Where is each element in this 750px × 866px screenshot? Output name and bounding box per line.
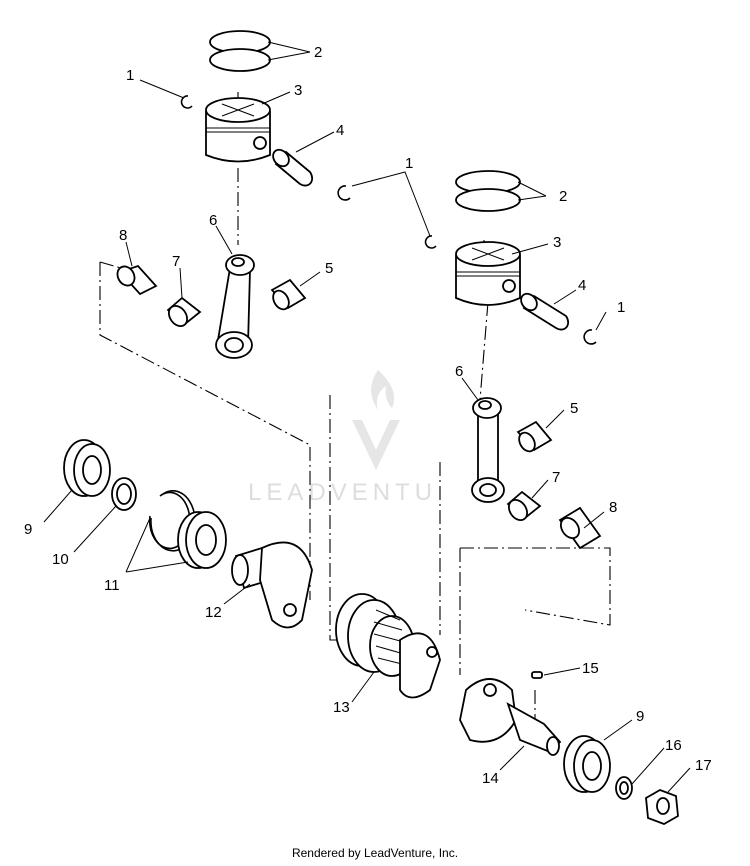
footer-credit: Rendered by LeadVenture, Inc. <box>291 846 459 860</box>
piston-rings-left <box>209 30 271 72</box>
washer-right <box>615 776 633 800</box>
center-crank-assembly <box>335 593 441 699</box>
callout-6: 6 <box>455 363 463 380</box>
connecting-rod-right <box>471 397 505 503</box>
leader-lines <box>43 41 691 793</box>
callout-10: 10 <box>52 551 69 568</box>
callout-11: 11 <box>104 577 120 594</box>
callout-7: 7 <box>552 469 560 486</box>
connecting-rod-left <box>215 254 255 359</box>
main-bearing-left <box>177 511 227 569</box>
callout-4: 4 <box>336 122 344 139</box>
ball-bearing-left <box>63 439 111 497</box>
circlip-left-1 <box>180 95 193 109</box>
watermark-text: LEADVENTU <box>248 479 437 506</box>
crankshaft-half-left <box>231 541 313 629</box>
callout-9: 9 <box>24 521 32 538</box>
callout-9: 9 <box>636 708 644 725</box>
crankshaft-half-right <box>459 678 562 756</box>
callout-16: 16 <box>665 737 682 754</box>
wrist-pin-left <box>272 148 314 187</box>
callout-2: 2 <box>559 188 567 205</box>
callout-15: 15 <box>582 660 599 677</box>
callout-12: 12 <box>205 604 222 621</box>
callout-4: 4 <box>578 277 586 294</box>
circlip-right-1 <box>424 235 437 249</box>
callout-5: 5 <box>325 260 333 277</box>
piston-rings-right <box>455 170 521 212</box>
callout-8: 8 <box>119 227 127 244</box>
wrist-pin-right <box>520 292 570 331</box>
callout-6: 6 <box>209 212 217 229</box>
circlip-left-2 <box>337 185 351 201</box>
callout-5: 5 <box>570 400 578 417</box>
piston-left <box>205 97 271 163</box>
callout-2: 2 <box>314 44 322 61</box>
callout-17: 17 <box>695 757 712 774</box>
callout-3: 3 <box>294 82 302 99</box>
callout-3: 3 <box>553 234 561 251</box>
needle-bearing-left-upper <box>270 278 307 311</box>
callout-1: 1 <box>126 67 134 84</box>
needle-bearing-right-lower <box>506 490 542 522</box>
callout-13: 13 <box>333 699 350 716</box>
leadventure-watermark: LEADVENTU <box>248 370 437 506</box>
hex-nut <box>645 789 679 825</box>
callout-numbers: 1 2 3 4 1 2 3 4 1 6 8 7 5 6 5 7 8 9 10 1… <box>24 44 712 787</box>
callout-1: 1 <box>617 299 625 316</box>
callout-8: 8 <box>609 499 617 516</box>
circlip-right-2 <box>583 329 597 345</box>
callout-14: 14 <box>482 770 499 787</box>
needle-bearing-left-lower <box>166 296 202 328</box>
callout-7: 7 <box>172 253 180 270</box>
shim-washer-left <box>111 477 137 511</box>
needle-bearing-right-upper <box>516 420 553 453</box>
callout-1: 1 <box>405 155 413 172</box>
crank-pin-left <box>116 264 158 296</box>
crank-pin-right <box>558 506 602 550</box>
woodruff-key <box>531 671 543 679</box>
assembly-centerlines <box>99 92 611 730</box>
ball-bearing-right <box>563 735 611 793</box>
piston-right <box>455 241 521 306</box>
